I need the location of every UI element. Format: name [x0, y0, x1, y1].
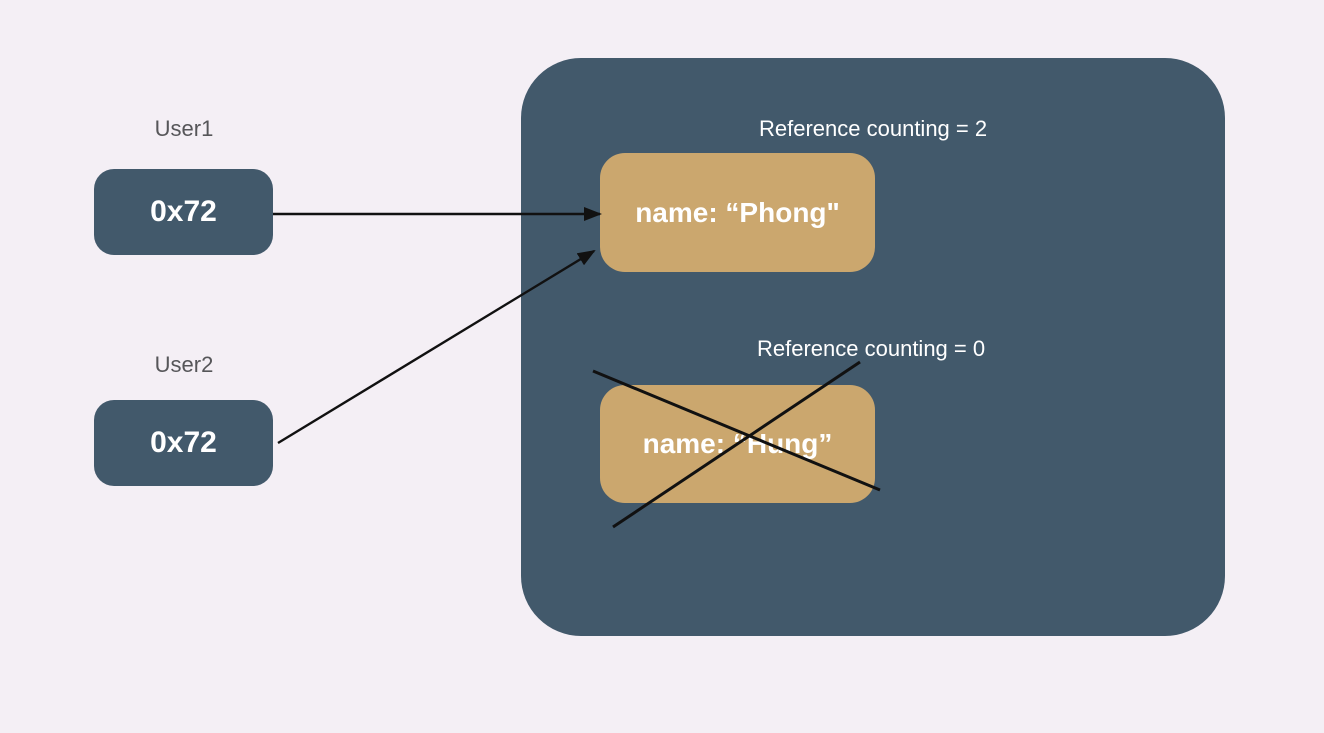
phong-object-field: name: “Phong"	[635, 196, 840, 228]
user1-label: User1	[154, 116, 214, 141]
user2-pointer-value: 0x72	[150, 426, 217, 459]
hung-ref-count-label: Reference counting = 0	[757, 336, 986, 361]
phong-object-box: name: “Phong"	[600, 153, 875, 272]
user2-label: User2	[154, 352, 214, 377]
user2-pointer-box: 0x72	[94, 400, 273, 486]
hung-object-field: name: “Hung”	[642, 428, 833, 459]
user1-pointer-value: 0x72	[150, 195, 217, 228]
heap-panel: Reference counting = 2 name: “Phong" Ref…	[521, 58, 1225, 636]
user1-pointer-box: 0x72	[94, 169, 273, 255]
hung-object-box: name: “Hung”	[600, 385, 875, 503]
phong-ref-count-label: Reference counting = 2	[759, 116, 988, 141]
